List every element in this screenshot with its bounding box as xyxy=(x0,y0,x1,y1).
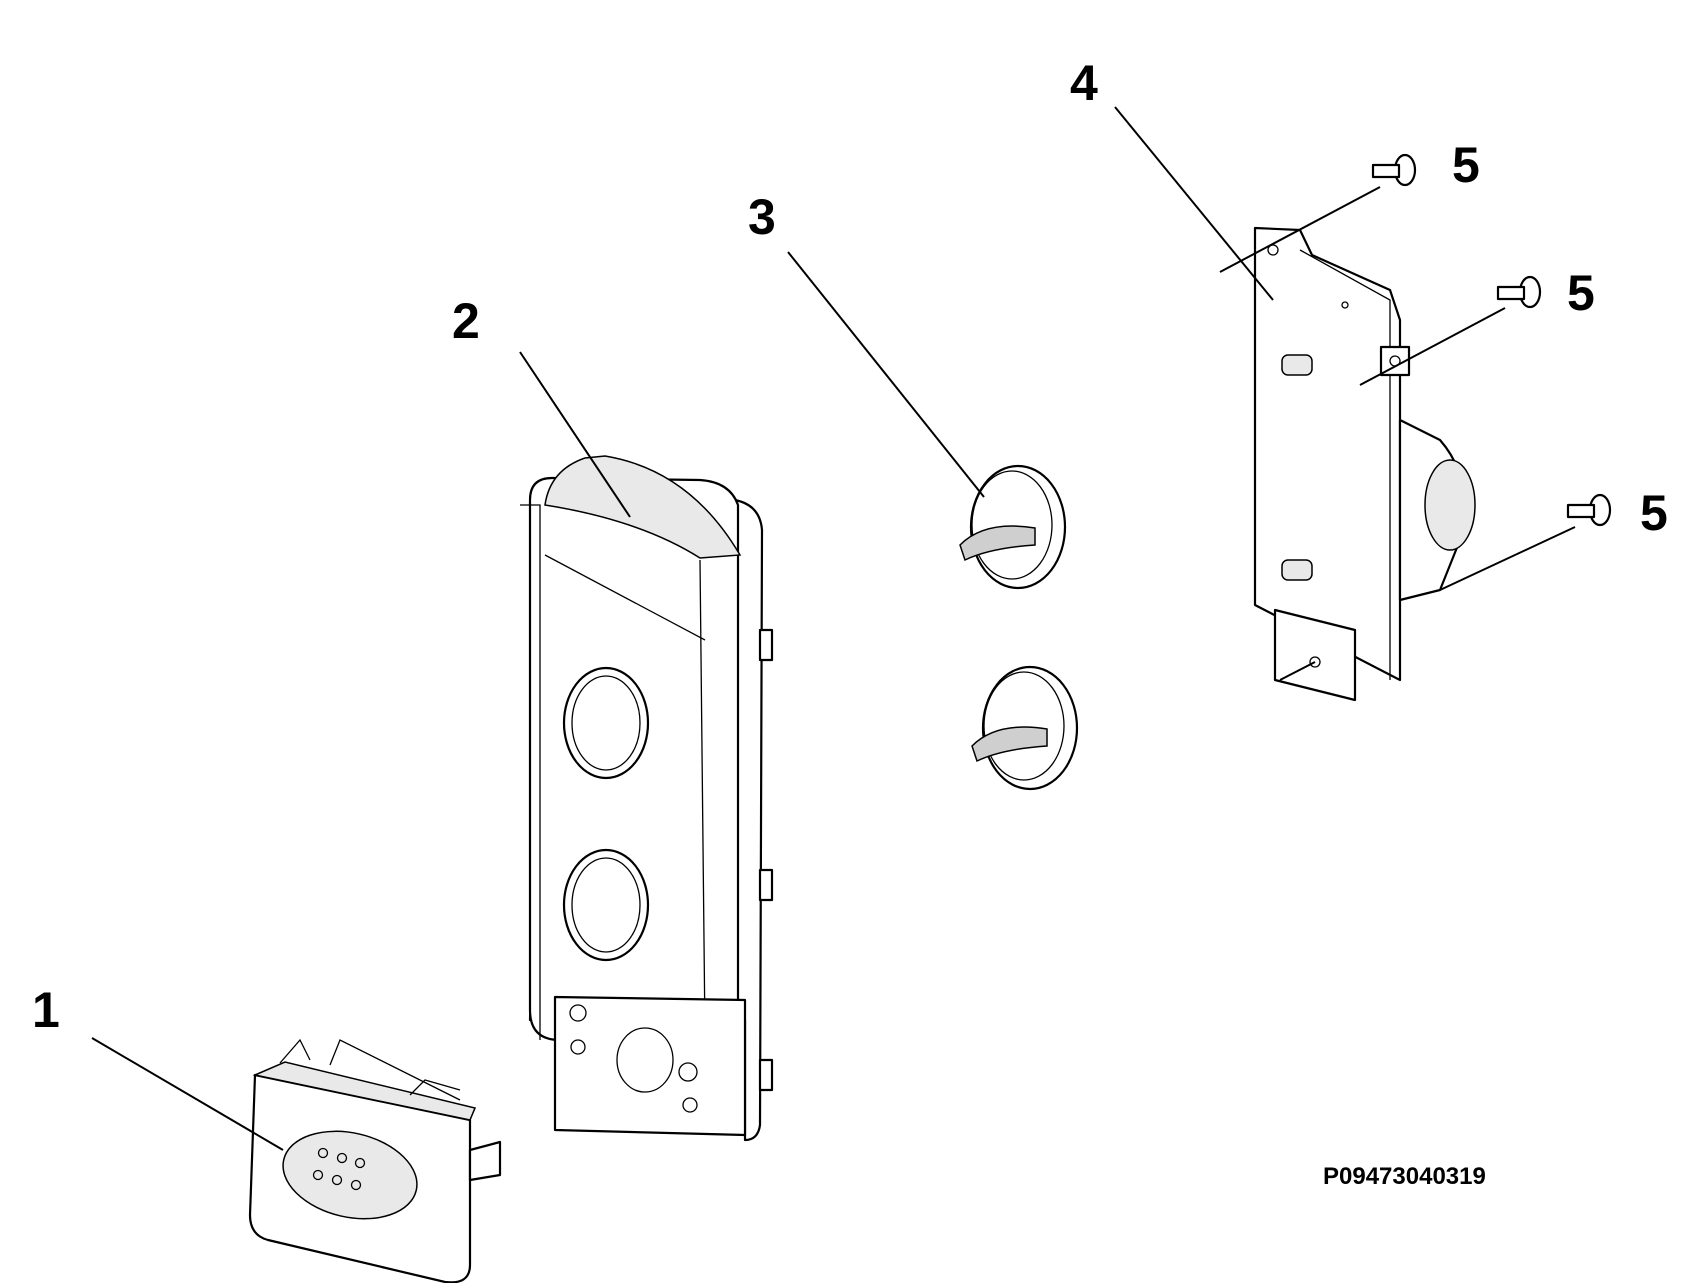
leader-lines xyxy=(91,106,1576,1151)
timer-bracket-assembly xyxy=(1253,226,1476,702)
door-release-button xyxy=(248,1038,502,1284)
drawing-code: P09473040319 xyxy=(1323,1163,1486,1190)
callout-screw-top: 5 xyxy=(1452,137,1480,193)
callout-part-1: 1 xyxy=(32,982,60,1038)
callout-part-2: 2 xyxy=(452,293,480,349)
callout-screw-middle: 5 xyxy=(1567,265,1595,321)
callout-screw-bottom: 5 xyxy=(1640,485,1668,541)
control-panel-housing xyxy=(520,455,774,1142)
callout-part-3: 3 xyxy=(748,189,776,245)
callout-part-4: 4 xyxy=(1070,55,1098,111)
control-knobs xyxy=(959,464,1079,791)
screw-set xyxy=(1371,153,1612,527)
